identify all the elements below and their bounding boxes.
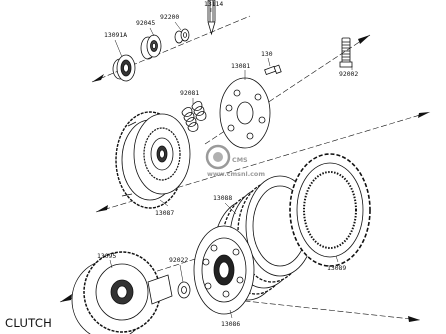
label-92002: 92002 [339,70,358,78]
label-92045: 92045 [136,19,155,27]
part-13089-friction-plate [289,153,371,267]
part-13081-pressure-plate [219,77,271,149]
cms-watermark-logo: CMS www.cmsnl.com [205,144,265,178]
part-13087-clutch-hub [115,111,191,209]
label-13089: 13089 [327,264,346,272]
part-92045-bearing [140,34,162,60]
label-13091a: 13091A [104,31,127,39]
part-92081-springs [181,101,207,132]
diagram-title: CLUTCH [5,316,53,330]
label-130: 130 [261,50,273,58]
part-92022-washer [177,281,191,299]
part-13091a-pusher [112,54,136,82]
label-13095: 13095 [97,252,116,260]
label-92200: 92200 [160,13,179,21]
label-13081: 13081 [231,62,250,70]
part-13114-pushrod [207,0,216,36]
label-13087: 13087 [155,209,174,217]
watermark-url-text: www.cmsnl.com [207,170,265,178]
part-92200-collar [174,28,190,44]
label-92081: 92081 [180,89,199,97]
part-13086-clutch-center [193,225,255,315]
watermark-logo-text: CMS [232,156,248,164]
leader-lines [109,8,353,319]
label-92022: 92022 [169,256,188,264]
part-13095-clutch-housing [71,251,173,334]
part-130-bolt [264,64,282,76]
part-92002-stud-bolt [339,37,353,68]
axis-arrows [60,35,430,322]
label-13114: 13114 [204,0,223,8]
label-13088: 13088 [213,194,232,202]
label-13086: 13086 [221,320,240,328]
